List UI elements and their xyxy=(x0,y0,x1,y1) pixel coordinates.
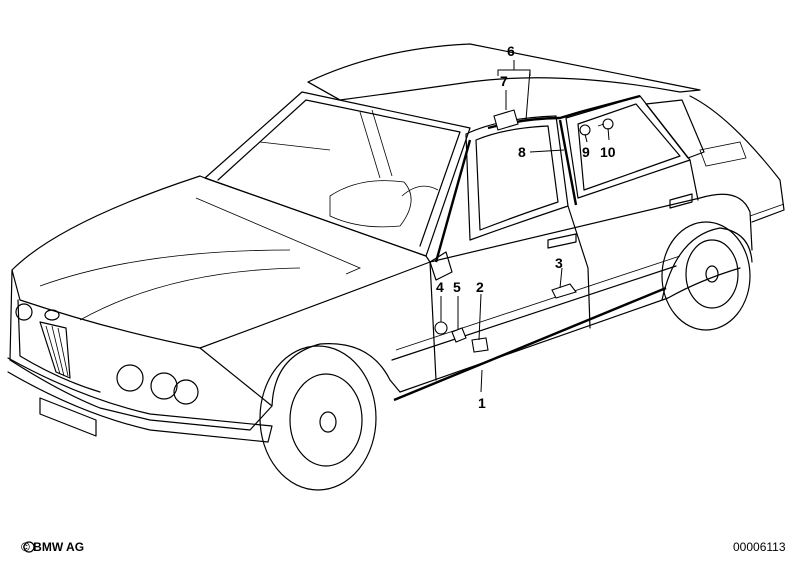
rear-wheel xyxy=(661,221,751,331)
screw-part-10 xyxy=(597,118,614,130)
clip-part-7 xyxy=(493,109,519,131)
front-wheel xyxy=(259,345,377,491)
plug-part-4 xyxy=(434,321,448,335)
callout-10: 10 xyxy=(600,144,616,160)
callout-2: 2 xyxy=(476,279,484,295)
clip-part-2 xyxy=(471,337,489,353)
windshield xyxy=(204,91,471,257)
callout-5: 5 xyxy=(453,279,461,295)
callout-8: 8 xyxy=(518,144,526,160)
callout-1: 1 xyxy=(478,395,486,411)
callout-4: 4 xyxy=(436,279,444,295)
front-door-window xyxy=(465,115,569,241)
callout-7: 7 xyxy=(500,73,508,89)
bracket-part-3 xyxy=(551,283,577,299)
car-body xyxy=(7,95,785,443)
part-number-label: 00006113 xyxy=(733,540,786,554)
leader-lines xyxy=(440,60,610,393)
callout-3: 3 xyxy=(555,255,563,271)
bushing-part-5 xyxy=(451,327,467,343)
copyright-label: © BMW AG xyxy=(21,540,85,554)
car-roof xyxy=(307,43,701,101)
callout-9: 9 xyxy=(582,144,590,160)
grommet-part-9 xyxy=(579,124,591,136)
callout-6: 6 xyxy=(507,43,515,59)
bmw-roundel-icon xyxy=(23,541,35,553)
